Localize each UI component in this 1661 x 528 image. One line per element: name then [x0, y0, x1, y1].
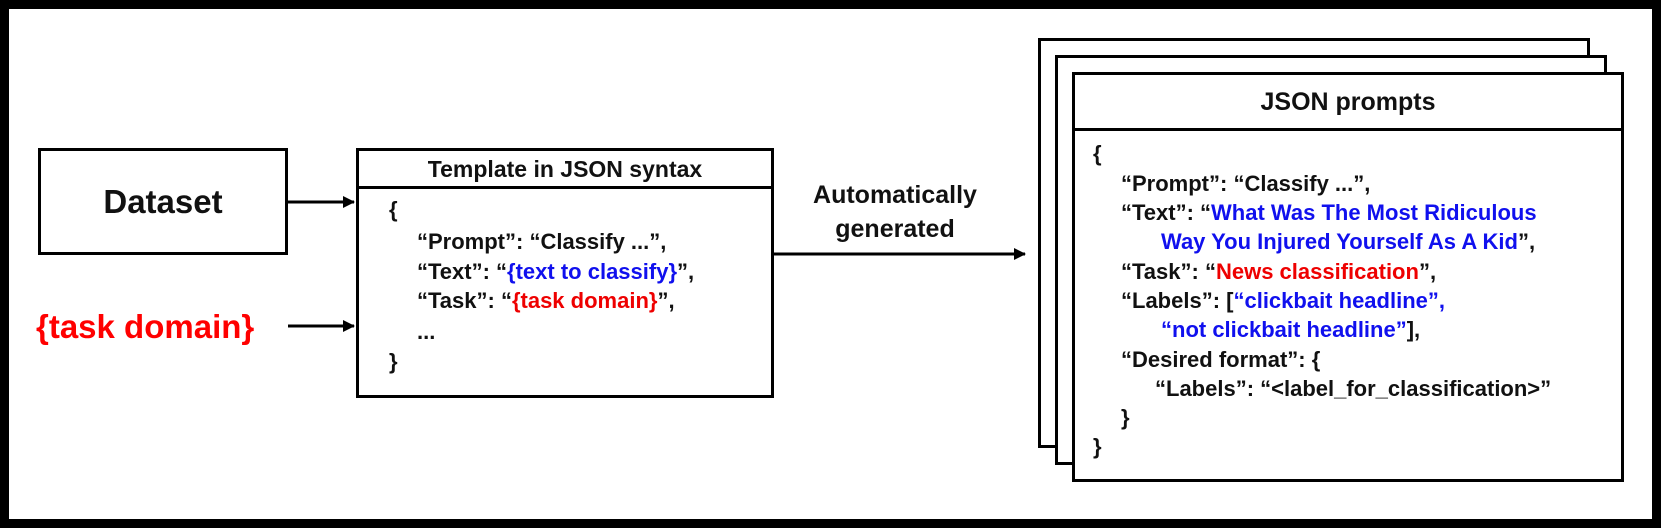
- prompts-prompt-line: “Prompt”: “Classify ...”,: [1121, 171, 1371, 196]
- template-text-end: ”,: [677, 259, 695, 284]
- prompts-task-key: “Task”: “: [1121, 259, 1216, 284]
- template-text-key: “Text”: “: [417, 259, 508, 284]
- prompts-title: JSON prompts: [1075, 75, 1621, 131]
- template-box: Template in JSON syntax { “Prompt”: “Cla…: [356, 148, 774, 398]
- prompts-labels-line-2: “not clickbait headline”],: [1161, 317, 1420, 343]
- prompts-label-2: “not clickbait headline”: [1161, 317, 1407, 342]
- template-task-end: ”,: [657, 288, 675, 313]
- prompts-text-end: ”,: [1517, 229, 1536, 254]
- prompts-open-brace: {: [1093, 141, 1102, 166]
- template-task-placeholder: {task domain}: [511, 288, 658, 313]
- prompts-format-key: “Desired format”: {: [1121, 347, 1321, 372]
- edge-label-line-2: generated: [835, 215, 955, 243]
- edge-label: Automatically generated: [790, 178, 1000, 246]
- prompts-task-end: ”,: [1418, 259, 1437, 284]
- template-text-line: “Text”: “{text to classify}”,: [417, 259, 694, 285]
- template-ellipsis: ...: [417, 319, 436, 344]
- template-task-key: “Task”: “: [417, 288, 512, 313]
- prompts-format-close: }: [1121, 405, 1130, 430]
- template-prompt-line: “Prompt”: “Classify ...”,: [417, 229, 667, 254]
- prompts-text-key: “Text”: “: [1121, 200, 1212, 225]
- prompts-labels-key: “Labels”: [: [1121, 288, 1234, 313]
- json-prompts-box: JSON prompts { “Prompt”: “Classify ...”,…: [1072, 72, 1624, 482]
- prompts-text-line-1: “Text”: “What Was The Most Ridiculous: [1121, 200, 1537, 226]
- edge-label-line-1: Automatically: [813, 181, 977, 209]
- prompts-text-value-1: What Was The Most Ridiculous: [1211, 200, 1537, 225]
- dataset-label: Dataset: [103, 182, 223, 220]
- template-text-placeholder: {text to classify}: [507, 259, 678, 284]
- task-domain-label: {task domain}: [36, 308, 255, 345]
- template-task-line: “Task”: “{task domain}”,: [417, 288, 675, 314]
- template-open-brace: {: [389, 197, 398, 222]
- dataset-box: Dataset: [38, 148, 288, 255]
- template-close-brace: }: [389, 349, 398, 374]
- prompts-format-labels: “Labels”: “<label_for_classification>”: [1155, 376, 1552, 401]
- prompts-task-line: “Task”: “News classification”,: [1121, 259, 1436, 285]
- prompts-text-value-2: Way You Injured Yourself As A Kid: [1161, 229, 1518, 254]
- prompts-task-value: News classification: [1215, 259, 1419, 284]
- prompts-label-1: “clickbait headline”,: [1233, 288, 1445, 313]
- prompts-text-line-2: Way You Injured Yourself As A Kid”,: [1161, 229, 1535, 255]
- prompts-labels-line-1: “Labels”: [“clickbait headline”,: [1121, 288, 1445, 314]
- prompts-labels-end: ],: [1406, 317, 1421, 342]
- prompts-close-brace: }: [1093, 434, 1102, 459]
- template-title: Template in JSON syntax: [359, 151, 771, 189]
